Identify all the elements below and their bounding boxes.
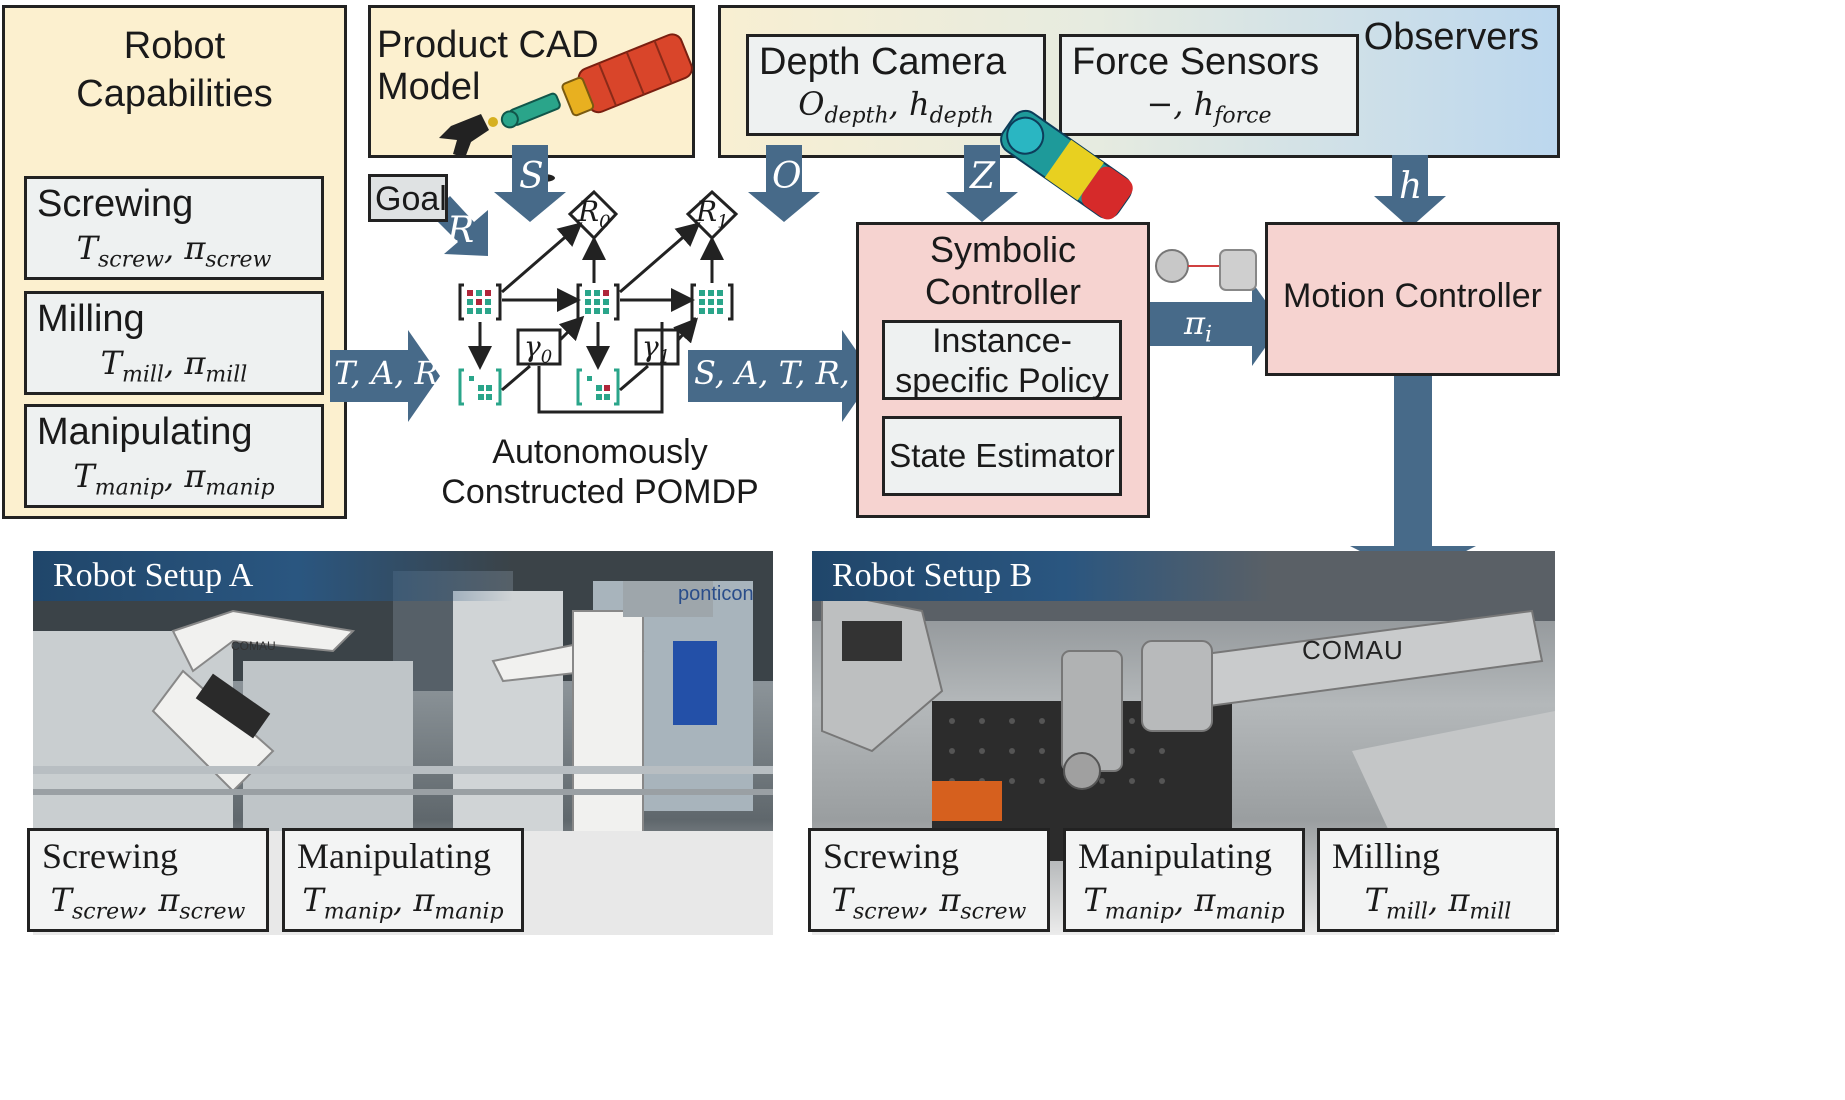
arrow-pi-i <box>1132 282 1282 366</box>
setup-a-wall-text: ponticon <box>678 583 754 605</box>
setup-a-manipulating-box: Manipulating Tmanip, πmanip <box>282 828 524 932</box>
force-sensors-box: Force Sensors −, hforce <box>1059 34 1359 136</box>
capability-screwing-name: Screwing <box>37 183 194 225</box>
capability-milling-box: Milling Tmill, πmill <box>24 291 324 395</box>
product-cad-title-line2: Model <box>377 66 481 108</box>
setup-a-screwing-box: Screwing Tscrew, πscrew <box>27 828 269 932</box>
gamma0-node <box>516 328 562 366</box>
gamma1-node <box>634 328 680 366</box>
capability-manipulating-formula: Tmanip, πmanip <box>73 457 275 501</box>
observation-node-1 <box>576 368 620 406</box>
cad-exploded-model-graphic <box>439 33 693 182</box>
state-estimator-box: State Estimator <box>882 416 1122 496</box>
force-sensors-name: Force Sensors <box>1072 41 1320 83</box>
setup-b-brand-text: COMAU <box>1302 635 1404 665</box>
setup-b-milling-name: Milling <box>1332 836 1441 876</box>
robot-capabilities-title: Robot Capabilities <box>5 22 344 118</box>
arrow-tar-label: T, A, R <box>334 354 439 392</box>
pomdp-caption-line2: Constructed POMDP <box>441 473 759 511</box>
arrow-o-label: O <box>772 156 802 197</box>
symbolic-controller-title-line1: Symbolic <box>929 229 1077 270</box>
setup-b-screwing-box: Screwing Tscrew, πscrew <box>808 828 1050 932</box>
gamma0-label: γ0 <box>524 330 553 368</box>
motion-controller-title: Motion Controller <box>1283 277 1542 315</box>
setup-a-manipulating-formula: Tmanip, πmanip <box>302 881 504 925</box>
instance-policy-label: Instance- specific Policy <box>885 321 1119 401</box>
arrow-motion-to-setup-b <box>1350 357 1476 578</box>
goal-label: Goal <box>375 180 447 218</box>
motion-controller-panel: Motion Controller <box>1265 222 1560 376</box>
product-cad-title-line1: Product CAD <box>377 24 599 66</box>
setup-b-screwing-formula: Tscrew, πscrew <box>831 881 1027 925</box>
robot-capabilities-title-line1: Robot <box>123 25 226 67</box>
arrow-s-label: S <box>519 156 544 197</box>
arrow-s <box>494 145 566 222</box>
arrow-z-label: Z <box>970 156 996 197</box>
setup-b-manipulating-name: Manipulating <box>1078 836 1272 876</box>
force-sensors-formula: −, hforce <box>1146 85 1272 129</box>
pomdp-graph <box>458 189 739 414</box>
pomdp-caption-line1: Autonomously <box>492 433 708 471</box>
robot-capabilities-title-line2: Capabilities <box>76 73 273 115</box>
instance-policy-line2: specific Policy <box>895 362 1109 400</box>
arrow-r-label: R <box>447 210 475 251</box>
capability-milling-name: Milling <box>37 298 145 340</box>
arrow-z <box>946 145 1018 222</box>
pomdp-caption: Autonomously Constructed POMDP <box>430 432 770 512</box>
observers-title: Observers <box>1363 16 1539 58</box>
setup-b-milling-box: Milling Tmill, πmill <box>1317 828 1559 932</box>
reward-r1-label: R1 <box>696 195 729 233</box>
capability-manipulating-name: Manipulating <box>37 411 253 453</box>
symbolic-controller-title-line2: Controller <box>924 271 1082 312</box>
setup-b-manipulating-box: Manipulating Tmanip, πmanip <box>1063 828 1305 932</box>
setup-b-milling-formula: Tmill, πmill <box>1364 881 1512 925</box>
arrow-satro <box>688 330 874 422</box>
robot-setup-a-banner: Robot Setup A <box>33 551 513 601</box>
arrow-o <box>748 145 820 222</box>
capability-screwing-box: Screwing Tscrew, πscrew <box>24 176 324 280</box>
depth-camera-box: Depth Camera Odepth, hdepth <box>746 34 1046 136</box>
state-estimator-label: State Estimator <box>889 437 1115 474</box>
arrow-h <box>1374 155 1446 228</box>
arrow-tar <box>330 330 440 422</box>
arrow-pi-i-label: πi <box>1184 304 1213 348</box>
depth-camera-formula: Odepth, hdepth <box>798 85 994 129</box>
setup-b-manipulating-formula: Tmanip, πmanip <box>1083 881 1285 925</box>
symbolic-controller-title: Symbolic Controller <box>859 229 1147 313</box>
instance-policy-line1: Instance- <box>932 322 1072 360</box>
capability-screwing-formula: Tscrew, πscrew <box>76 229 272 273</box>
depth-camera-name: Depth Camera <box>759 41 1007 83</box>
part-pose-graphic <box>1155 249 1257 291</box>
gamma1-label: γ1 <box>642 330 671 368</box>
setup-a-screwing-name: Screwing <box>42 836 178 876</box>
setup-a-brand-text: COMAU <box>231 639 276 653</box>
arrow-satro-label: S, A, T, R, O <box>694 354 887 392</box>
setup-b-screwing-name: Screwing <box>823 836 959 876</box>
cad-heatmap-graphic <box>1000 109 1133 220</box>
goal-box: Goal <box>368 174 448 222</box>
state-node-0 <box>458 283 502 321</box>
capability-manipulating-box: Manipulating Tmanip, πmanip <box>24 404 324 508</box>
state-node-1 <box>576 283 620 321</box>
state-node-2 <box>690 283 734 321</box>
setup-a-screwing-formula: Tscrew, πscrew <box>50 881 246 925</box>
robot-setup-b-banner: Robot Setup B <box>812 551 1272 601</box>
reward-r0-label: R0 <box>578 195 611 233</box>
observation-node-0 <box>458 368 502 406</box>
setup-a-manipulating-name: Manipulating <box>297 836 491 876</box>
instance-policy-box: Instance- specific Policy <box>882 320 1122 400</box>
arrow-h-label: h <box>1399 166 1423 207</box>
capability-milling-formula: Tmill, πmill <box>100 344 248 388</box>
